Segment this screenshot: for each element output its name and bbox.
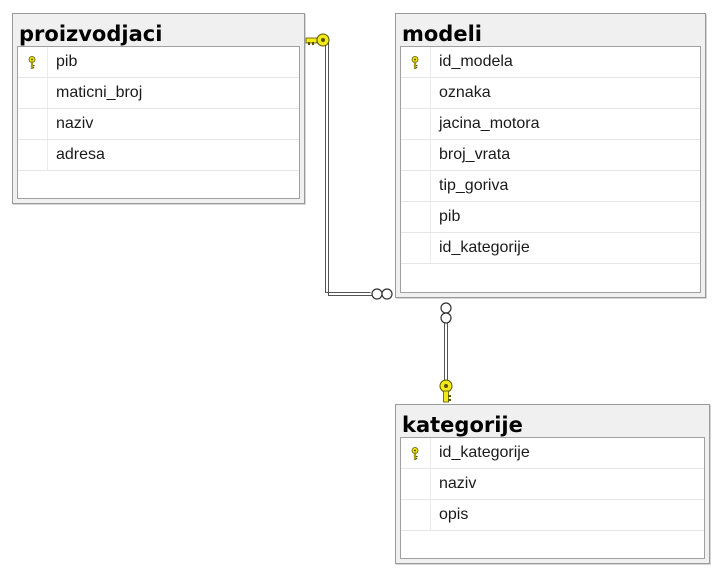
column-name: id_modela: [439, 53, 513, 70]
column-name: adresa: [56, 146, 105, 163]
table-modeli[interactable]: modeli id_modela oznaka jacina_motora: [395, 13, 706, 298]
column-grid-modeli: id_modela oznaka jacina_motora broj_vrat…: [400, 46, 701, 293]
row-selector[interactable]: [401, 500, 431, 530]
column-name: id_kategorije: [439, 239, 530, 256]
row-selector[interactable]: [401, 469, 431, 499]
row-selector[interactable]: [18, 78, 48, 108]
column-row[interactable]: pib: [401, 202, 700, 233]
column-name: broj_vrata: [439, 146, 511, 163]
table-proizvodjaci[interactable]: proizvodjaci pib maticni_broj naziv: [12, 13, 305, 204]
column-name: jacina_motora: [439, 115, 540, 132]
primary-key-icon: [28, 56, 36, 69]
row-selector[interactable]: [401, 171, 431, 201]
one-end-key-icon: [439, 379, 453, 403]
row-selector[interactable]: [401, 438, 431, 468]
column-row[interactable]: id_modela: [401, 47, 700, 78]
table-kategorije[interactable]: kategorije id_kategorije naziv opis: [395, 404, 710, 564]
column-row[interactable]: jacina_motora: [401, 109, 700, 140]
primary-key-icon: [411, 447, 419, 460]
primary-key-icon: [411, 56, 419, 69]
column-name: naziv: [56, 115, 94, 132]
table-title-kategorije[interactable]: kategorije: [402, 413, 523, 437]
row-selector[interactable]: [18, 109, 48, 139]
column-row[interactable]: opis: [401, 500, 704, 531]
relationship-line[interactable]: [322, 41, 374, 296]
column-row[interactable]: adresa: [18, 140, 299, 171]
column-name: id_kategorije: [439, 444, 530, 461]
table-title-proizvodjaci[interactable]: proizvodjaci: [19, 22, 163, 46]
column-grid-kategorije: id_kategorije naziv opis: [400, 437, 705, 559]
column-row[interactable]: id_kategorije: [401, 233, 700, 264]
column-row[interactable]: naziv: [401, 469, 704, 500]
column-name: opis: [439, 506, 469, 523]
column-name: oznaka: [439, 84, 491, 101]
row-selector[interactable]: [18, 140, 48, 170]
column-name: pib: [56, 53, 78, 70]
column-row[interactable]: tip_goriva: [401, 171, 700, 202]
row-selector[interactable]: [401, 78, 431, 108]
one-end-key-icon: [305, 33, 330, 47]
column-name: pib: [439, 208, 461, 225]
column-row[interactable]: pib: [18, 47, 299, 78]
column-row[interactable]: naziv: [18, 109, 299, 140]
relationship-kategorije-modeli[interactable]: [439, 302, 453, 403]
row-selector[interactable]: [401, 140, 431, 170]
column-grid-proizvodjaci: pib maticni_broj naziv adresa: [17, 46, 300, 199]
relationship-proizvodjaci-modeli[interactable]: [305, 33, 393, 300]
column-row[interactable]: broj_vrata: [401, 140, 700, 171]
row-selector[interactable]: [401, 233, 431, 263]
row-selector[interactable]: [401, 202, 431, 232]
column-row[interactable]: id_kategorije: [401, 438, 704, 469]
many-end-infinity-icon: [371, 288, 393, 300]
column-row[interactable]: maticni_broj: [18, 78, 299, 109]
many-end-infinity-icon: [440, 302, 452, 324]
row-selector[interactable]: [401, 109, 431, 139]
column-name: naziv: [439, 475, 477, 492]
column-row[interactable]: oznaka: [401, 78, 700, 109]
column-name: maticni_broj: [56, 84, 143, 101]
table-title-modeli[interactable]: modeli: [402, 22, 482, 46]
column-name: tip_goriva: [439, 177, 509, 194]
row-selector[interactable]: [18, 47, 48, 77]
row-selector[interactable]: [401, 47, 431, 77]
